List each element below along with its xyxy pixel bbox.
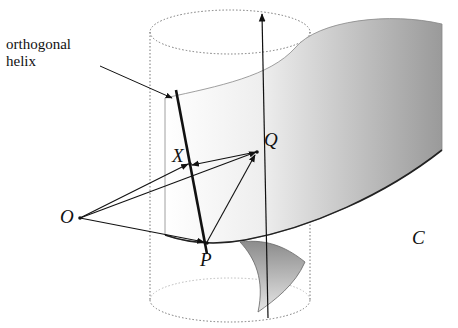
surface-flap xyxy=(240,241,305,312)
vectors xyxy=(80,152,256,242)
cylinder-axis xyxy=(262,14,268,318)
leader-line xyxy=(100,66,172,98)
point-label: X xyxy=(172,146,184,167)
point-label: O xyxy=(60,207,74,228)
points xyxy=(78,150,259,245)
curve-c xyxy=(165,150,442,243)
point-label: P xyxy=(200,250,212,271)
helix-label: orthogonal helix xyxy=(6,36,86,69)
point-label: Q xyxy=(264,130,278,151)
curve-label: C xyxy=(412,228,425,249)
band-surface xyxy=(165,19,442,243)
